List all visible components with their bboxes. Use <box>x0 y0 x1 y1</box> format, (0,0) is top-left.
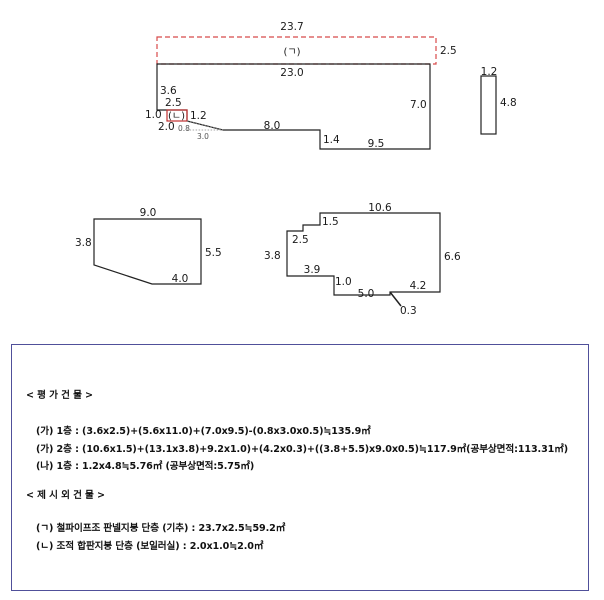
plan-left-outline <box>93 218 202 285</box>
shed-side-dim: 4.8 <box>500 97 517 109</box>
plan-right-notch-side-dim: 2.5 <box>292 234 309 246</box>
small-dim-a: 0.8 <box>178 124 190 133</box>
plan-right-small-marker <box>389 291 402 307</box>
plan-left: 9.0 3.8 5.5 4.0 <box>75 207 222 285</box>
boiler-top-dim: 2.5 <box>165 97 182 109</box>
boiler-left-dim: 1.0 <box>145 109 162 121</box>
floor-plan-drawing: 23.7 2.5 (ㄱ) 23.0 3.6 7.0 2.5 1.0 (ㄴ) 1.… <box>75 21 517 317</box>
plan-right-step-dim: 1.0 <box>335 276 352 288</box>
canopy-outline <box>156 36 437 65</box>
area-line-1: (가) 1층 : (3.6x2.5)+(5.6x11.0)+(7.0x9.5)-… <box>36 426 371 437</box>
plan-right-right-dim: 6.6 <box>444 251 461 263</box>
main-top-dim: 23.0 <box>280 67 303 79</box>
plan-left-bottom-dim: 4.0 <box>172 273 189 285</box>
plan-right: 10.6 1.5 2.5 3.8 6.6 3.9 1.0 5.0 4.2 0.3 <box>264 202 461 317</box>
plan-right-small-dim: 0.3 <box>400 305 417 317</box>
boiler-right-dim: 1.2 <box>190 110 207 122</box>
main-left-upper-dim: 3.6 <box>160 85 177 97</box>
canopy-mark: (ㄱ) <box>283 47 300 58</box>
small-dim-b: 3.0 <box>197 132 209 141</box>
area-line-3: (나) 1층 : 1.2x4.8≒5.76㎡ (공부상면적:5.75㎡) <box>36 461 255 472</box>
boiler-mark: (ㄴ) <box>168 111 185 122</box>
section-heading-evaluated: < 평 가 건 물 > <box>26 390 93 401</box>
section-heading-excluded: < 제 시 외 건 물 > <box>26 490 105 501</box>
plan-left-right-dim: 5.5 <box>205 247 222 259</box>
plan-right-notch-top-dim: 1.5 <box>322 216 339 228</box>
plan-right-left-dim: 3.8 <box>264 250 281 262</box>
shed-outline <box>480 75 497 135</box>
plan-top: 23.7 2.5 (ㄱ) 23.0 3.6 7.0 2.5 1.0 (ㄴ) 1.… <box>145 21 517 150</box>
plan-left-left-dim: 3.8 <box>75 237 92 249</box>
area-summary-box: < 평 가 건 물 > (가) 1층 : (3.6x2.5)+(5.6x11.0… <box>11 344 589 591</box>
boiler-room-outline <box>166 109 188 122</box>
plan-right-outline <box>286 212 441 296</box>
main-right-dim: 7.0 <box>410 99 427 111</box>
plan-right-top-dim: 10.6 <box>368 202 392 214</box>
main-step-dim: 1.4 <box>323 134 340 146</box>
canopy-right-dim: 2.5 <box>440 45 457 57</box>
plan-right-bottom-left-dim: 3.9 <box>304 264 321 276</box>
shed-top-dim: 1.2 <box>481 66 498 78</box>
main-bottom-a-dim: 8.0 <box>264 120 281 132</box>
area-line-2: (가) 2층 : (10.6x1.5)+(13.1x3.8)+9.2x1.0)+… <box>36 444 569 455</box>
canopy-top-dim: 23.7 <box>280 21 303 33</box>
area-line-4: (ㄱ) 철파이프조 판넬지붕 단층 (기추) : 23.7x2.5≒59.2㎡ <box>36 523 286 534</box>
plan-right-bottom-right-dim: 4.2 <box>410 280 427 292</box>
boiler-bottom-dim: 2.0 <box>158 121 175 133</box>
main-bottom-b-dim: 9.5 <box>368 138 385 150</box>
plan-left-top-dim: 9.0 <box>140 207 157 219</box>
deduction-triangle <box>186 120 224 131</box>
plan-right-bottom-mid-dim: 5.0 <box>358 288 375 300</box>
area-line-5: (ㄴ) 조적 합판지붕 단층 (보일러실) : 2.0x1.0≒2.0㎡ <box>36 541 264 552</box>
